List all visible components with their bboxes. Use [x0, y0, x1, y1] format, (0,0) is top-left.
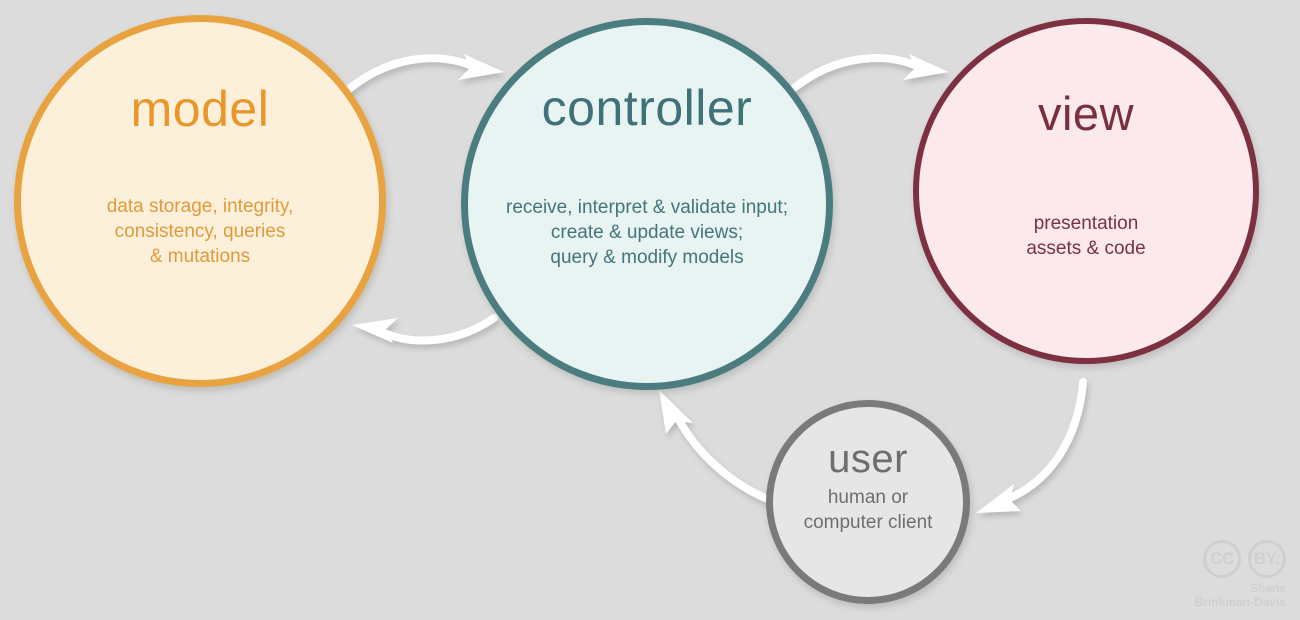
arrow-controller-to-model — [352, 314, 498, 345]
node-view-title: view — [1037, 87, 1135, 140]
node-user[interactable]: user human or computer client — [766, 400, 970, 604]
arrow-model-to-controller — [344, 54, 504, 94]
license-attribution: CC BY: Shane Brinkman-Davis — [1195, 540, 1286, 610]
creative-commons-icon: CC — [1203, 540, 1241, 579]
node-user-title: user — [828, 437, 908, 481]
arrow-controller-to-view — [790, 54, 949, 92]
node-controller[interactable]: controller receive, interpret & validate… — [461, 18, 833, 390]
author-credit: Shane Brinkman-Davis — [1194, 581, 1286, 610]
arrow-view-to-user — [976, 378, 1087, 513]
node-view-description: presentation assets & code — [1026, 213, 1146, 260]
node-user-description: human or computer client — [803, 487, 933, 534]
creative-commons-badges: CC BY: — [1203, 540, 1286, 579]
node-model[interactable]: model data storage, integrity, consisten… — [14, 15, 386, 387]
arrow-user-to-controller — [659, 390, 774, 504]
attribution-by-icon: BY: — [1248, 540, 1286, 579]
node-controller-description: receive, interpret & validate input; cre… — [506, 197, 788, 269]
node-controller-title: controller — [541, 80, 753, 136]
node-model-description: data storage, integrity, consistency, qu… — [106, 196, 294, 268]
node-model-title: model — [130, 81, 270, 137]
node-view[interactable]: view presentation assets & code — [913, 18, 1259, 364]
